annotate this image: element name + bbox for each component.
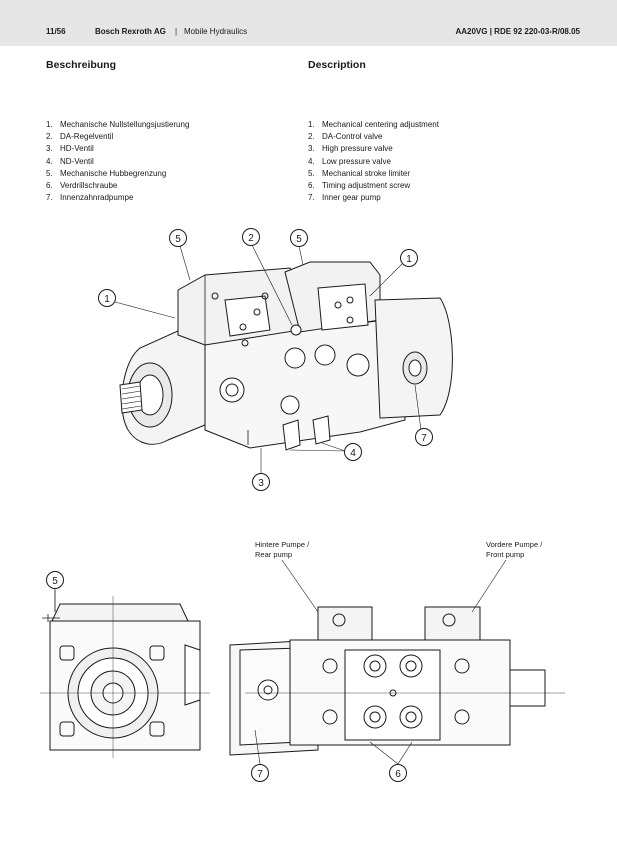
svg-text:6: 6	[395, 769, 401, 780]
callout-iso-5a: 5	[169, 229, 187, 247]
list-item: 5.Mechanische Hubbegrenzung	[46, 168, 167, 178]
front-pump-label: Vordere Pumpe / Front pump	[486, 540, 543, 559]
german-section-title: Beschreibung	[46, 59, 117, 71]
english-section-title: Description	[308, 59, 366, 71]
iso-leader-lines	[114, 244, 422, 474]
german-description-list: 1.Mechanische Nullstellungsjustierung 2.…	[46, 119, 189, 204]
english-description-list: 1.Mechanical centering adjustment 2.DA-C…	[308, 119, 439, 204]
top-view-drawing	[229, 606, 565, 756]
list-item: 1.Mechanische Nullstellungsjustierung	[46, 120, 190, 129]
list-item: 3.High pressure valve	[308, 144, 393, 154]
page-header: 11/56 Bosch Rexroth AG | Mobile Hydrauli…	[0, 0, 617, 46]
callout-side-5: 5	[46, 571, 64, 589]
company-name: Bosch Rexroth AG	[95, 27, 166, 36]
list-item: 7.Innenzahnradpumpe	[46, 193, 134, 203]
callout-iso-1-left: 1	[98, 289, 116, 307]
list-item: 6.Verdrillschraube	[46, 181, 118, 191]
list-item: 4.Low pressure valve	[308, 156, 391, 166]
page-number: 11/56	[46, 27, 66, 36]
side-view-drawing	[40, 590, 210, 758]
list-item: 6.Timing adjustment screw	[308, 181, 411, 191]
callout-iso-1-right: 1	[400, 249, 418, 267]
svg-text:5: 5	[296, 234, 302, 245]
callout-top-7: 7	[251, 764, 269, 782]
svg-text:7: 7	[257, 769, 263, 780]
callout-iso-5b: 5	[290, 229, 308, 247]
svg-text:2: 2	[248, 233, 254, 244]
list-item: 1.Mechanical centering adjustment	[308, 120, 439, 129]
header-separator: |	[175, 27, 178, 36]
division-name: Mobile Hydraulics	[184, 27, 248, 36]
list-item: 2.DA-Regelventil	[46, 132, 114, 142]
callout-iso-2: 2	[242, 228, 260, 246]
document-id: AA20VG | RDE 92 220-03-R/08.05	[455, 27, 580, 36]
svg-text:4: 4	[350, 448, 356, 459]
list-item: 4.ND-Ventil	[46, 156, 94, 166]
top-leader-lines	[54, 559, 507, 765]
svg-text:1: 1	[406, 254, 412, 265]
callout-iso-3: 3	[252, 473, 270, 491]
svg-text:5: 5	[52, 576, 58, 587]
rear-pump-label: Hintere Pumpe / Rear pump	[255, 540, 310, 559]
list-item: 5.Mechanical stroke limiter	[308, 168, 411, 178]
isometric-pump-drawing	[119, 261, 453, 451]
svg-text:1: 1	[104, 294, 110, 305]
callout-top-6: 6	[389, 764, 407, 782]
list-item: 2.DA-Control valve	[308, 132, 383, 142]
callout-iso-7: 7	[415, 428, 433, 446]
svg-text:7: 7	[421, 433, 427, 444]
callout-iso-4: 4	[344, 443, 362, 461]
list-item: 3.HD-Ventil	[46, 144, 94, 154]
list-item: 7.Inner gear pump	[308, 193, 381, 203]
svg-text:3: 3	[258, 478, 264, 489]
svg-text:5: 5	[175, 234, 181, 245]
callout-markers: 5 2 5 1 1 7 4 3 5 7 6	[46, 228, 433, 782]
